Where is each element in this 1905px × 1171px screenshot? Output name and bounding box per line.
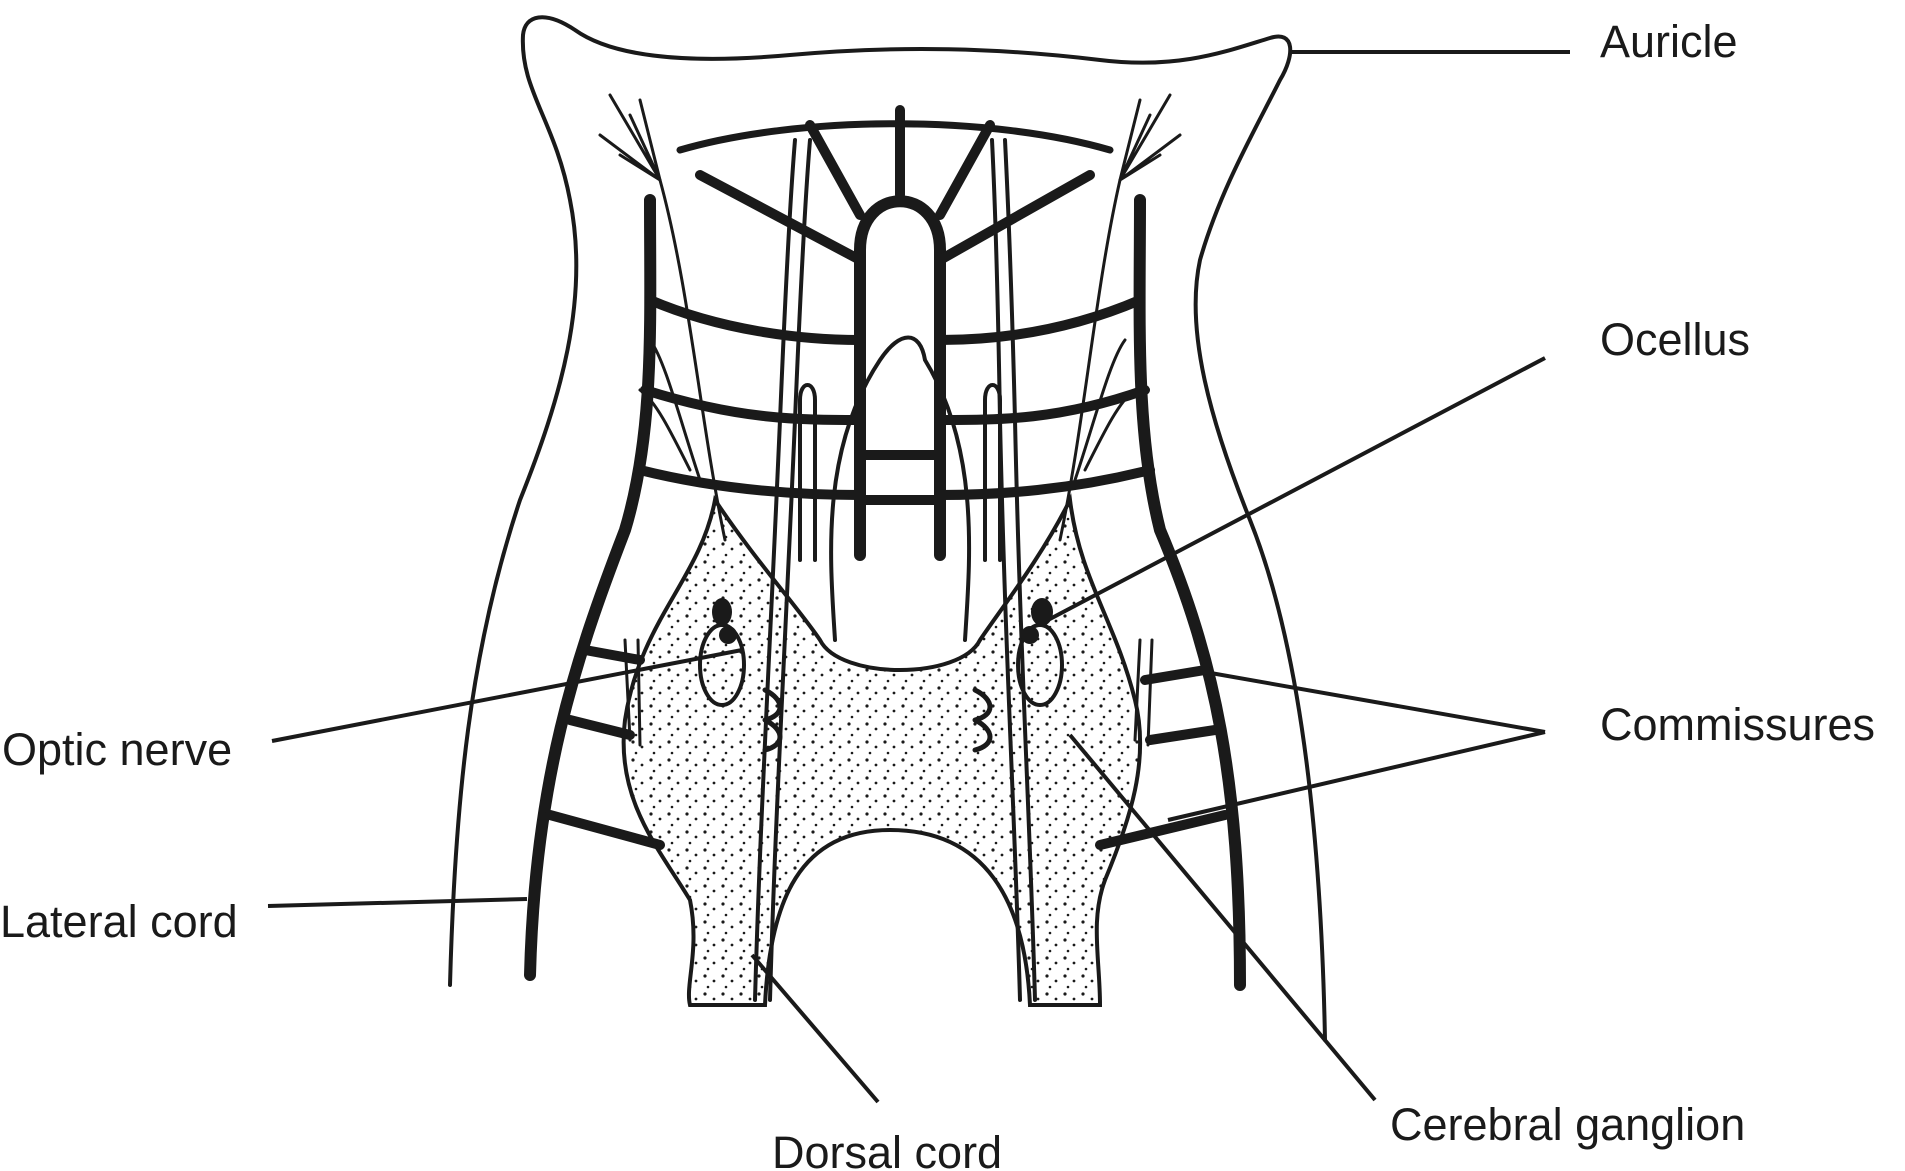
label-ocellus: Ocellus xyxy=(1600,314,1750,365)
ocellus-right xyxy=(1016,598,1064,707)
cerebral-ganglion-mass xyxy=(621,493,1143,1007)
commissures-leader-upper xyxy=(1204,670,1546,734)
central-arch xyxy=(854,195,946,561)
cerebral-ganglion-leader xyxy=(1068,733,1377,1102)
optic-nerve-leader xyxy=(271,648,743,743)
label-lateral-cord: Lateral cord xyxy=(0,896,238,947)
ocellus-left xyxy=(698,598,746,707)
lateral-cord-right xyxy=(1133,194,1246,991)
ganglion-folds xyxy=(762,687,993,753)
lateral-cord-leader xyxy=(267,897,528,908)
label-dorsal-cord: Dorsal cord xyxy=(772,1127,1002,1171)
auricle-nerve-branches xyxy=(598,93,1182,747)
ocellus-leader xyxy=(1047,356,1546,622)
label-commissures: Commissures xyxy=(1600,699,1875,750)
label-auricle: Auricle xyxy=(1600,16,1738,67)
label-cerebral-ganglion: Cerebral ganglion xyxy=(1390,1099,1745,1150)
label-optic-nerve: Optic nerve xyxy=(2,724,232,775)
lateral-cord-left xyxy=(524,194,657,981)
dorsal-nerve-tubes xyxy=(753,138,1037,1002)
dorsal-cord-leader xyxy=(750,953,880,1104)
head-outline xyxy=(448,15,1327,1042)
commissures-leader-lower xyxy=(1167,730,1546,822)
anterior-commissures xyxy=(635,105,1155,505)
